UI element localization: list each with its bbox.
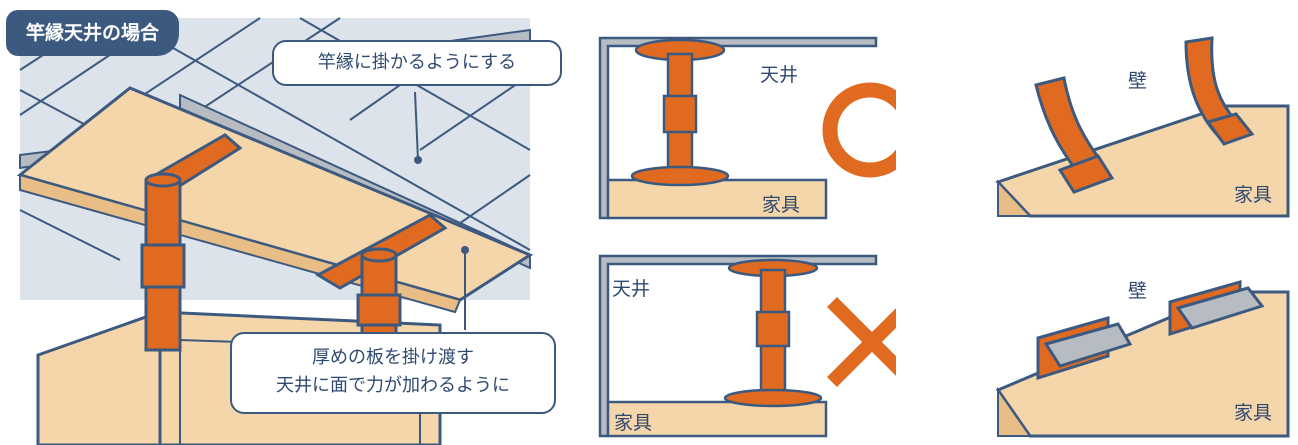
furniture bbox=[606, 400, 828, 438]
bad-ceiling-label: 天井 bbox=[612, 278, 651, 300]
good-example-panel bbox=[596, 34, 896, 224]
callout-batten-text: 竿縁に掛かるようにする bbox=[317, 52, 517, 73]
bad-furniture-label: 家具 bbox=[614, 412, 653, 434]
belt-wall-label: 壁 bbox=[1128, 70, 1148, 92]
good-ceiling-label: 天井 bbox=[760, 64, 799, 86]
plate-furniture-label: 家具 bbox=[1234, 402, 1273, 424]
wall-plate-panel bbox=[990, 252, 1290, 442]
badge-title: 竿縁天井の場合 bbox=[6, 10, 180, 56]
good-furniture-label: 家具 bbox=[762, 194, 801, 216]
callout-board-line2: 天井に面で力が加わるように bbox=[276, 375, 510, 396]
callout-board-line1: 厚めの板を掛け渡す bbox=[312, 347, 474, 368]
plate-wall-label: 壁 bbox=[1128, 280, 1148, 302]
belt-furniture-label: 家具 bbox=[1234, 184, 1273, 206]
callout-board: 厚めの板を掛け渡す 天井に面で力が加わるように bbox=[230, 332, 556, 414]
wall-belt-panel bbox=[990, 30, 1290, 230]
correct-mark-icon bbox=[822, 82, 896, 178]
furniture bbox=[606, 178, 828, 220]
callout-batten: 竿縁に掛かるようにする bbox=[272, 40, 562, 86]
wrong-mark-icon bbox=[827, 297, 896, 387]
bad-example-panel bbox=[596, 252, 896, 442]
